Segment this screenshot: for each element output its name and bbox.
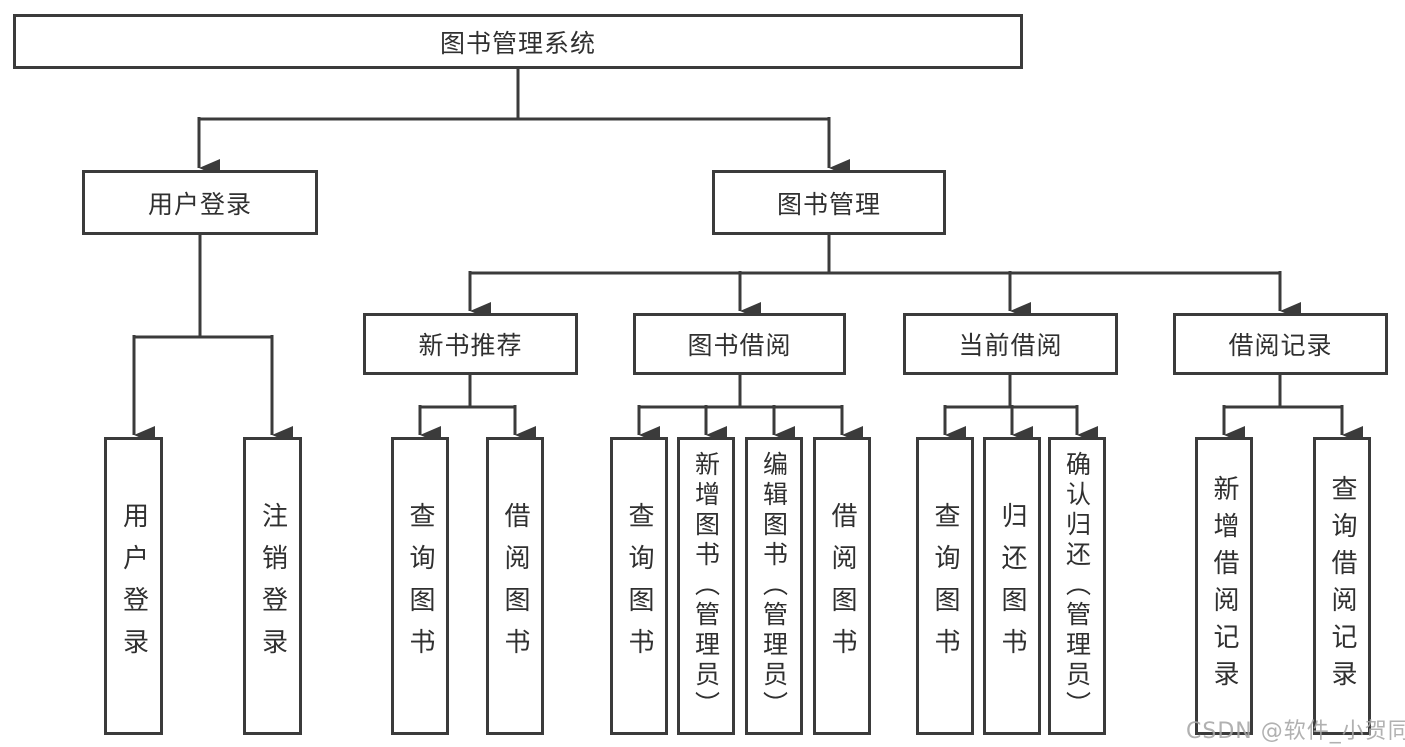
leaf-recommend-borrow-book: 借阅图书 <box>486 437 544 735</box>
leaf-label: 编辑图书（管理员） <box>759 451 789 721</box>
leaf-label: 查询图书 <box>405 502 435 670</box>
node-borrow-records: 借阅记录 <box>1173 313 1388 375</box>
leaf-label: 查询图书 <box>624 502 654 670</box>
leaf-return-book: 归还图书 <box>983 437 1041 735</box>
leaf-query-borrow-record: 查询借阅记录 <box>1313 437 1371 735</box>
node-book-management: 图书管理 <box>712 170 946 235</box>
leaf-label: 用户登录 <box>118 502 149 670</box>
leaf-label: 确认归还（管理员） <box>1062 451 1092 721</box>
leaf-current-query-book: 查询图书 <box>916 437 974 735</box>
leaf-label: 新增图书（管理员） <box>691 451 721 721</box>
leaf-confirm-return-admin: 确认归还（管理员） <box>1048 437 1106 735</box>
leaf-borrow-query-book: 查询图书 <box>610 437 668 735</box>
leaf-logout: 注销登录 <box>243 437 302 735</box>
connector-current-rail <box>945 375 1077 409</box>
node-user-login: 用户登录 <box>82 170 318 235</box>
connector-login-rail <box>134 235 272 339</box>
leaf-add-borrow-record: 新增借阅记录 <box>1195 437 1253 735</box>
leaf-label: 新增借阅记录 <box>1209 475 1239 697</box>
leaf-label: 归还图书 <box>997 502 1027 670</box>
leaf-user-login: 用户登录 <box>104 437 163 735</box>
node-new-book-recommend: 新书推荐 <box>363 313 578 375</box>
connector-records-rail <box>1224 375 1342 409</box>
connector-mgmt-rail <box>470 235 1280 275</box>
leaf-label: 注销登录 <box>257 502 288 670</box>
leaf-borrow-book: 借阅图书 <box>813 437 871 735</box>
connector-recommend-rail <box>420 375 515 409</box>
leaf-label: 查询图书 <box>930 502 960 670</box>
node-current-borrow: 当前借阅 <box>903 313 1118 375</box>
leaf-add-book-admin: 新增图书（管理员） <box>677 437 735 735</box>
node-root-system: 图书管理系统 <box>13 14 1023 69</box>
leaf-label: 借阅图书 <box>500 502 530 670</box>
leaf-label: 查询借阅记录 <box>1327 475 1357 697</box>
connector-root-rail <box>199 69 829 121</box>
leaf-edit-book-admin: 编辑图书（管理员） <box>745 437 803 735</box>
leaf-label: 借阅图书 <box>827 502 857 670</box>
watermark: CSDN @软件_小贺同学 <box>1186 719 1405 744</box>
node-book-borrow: 图书借阅 <box>633 313 846 375</box>
connector-borrow-rail <box>639 375 842 409</box>
leaf-recommend-query-book: 查询图书 <box>391 437 449 735</box>
